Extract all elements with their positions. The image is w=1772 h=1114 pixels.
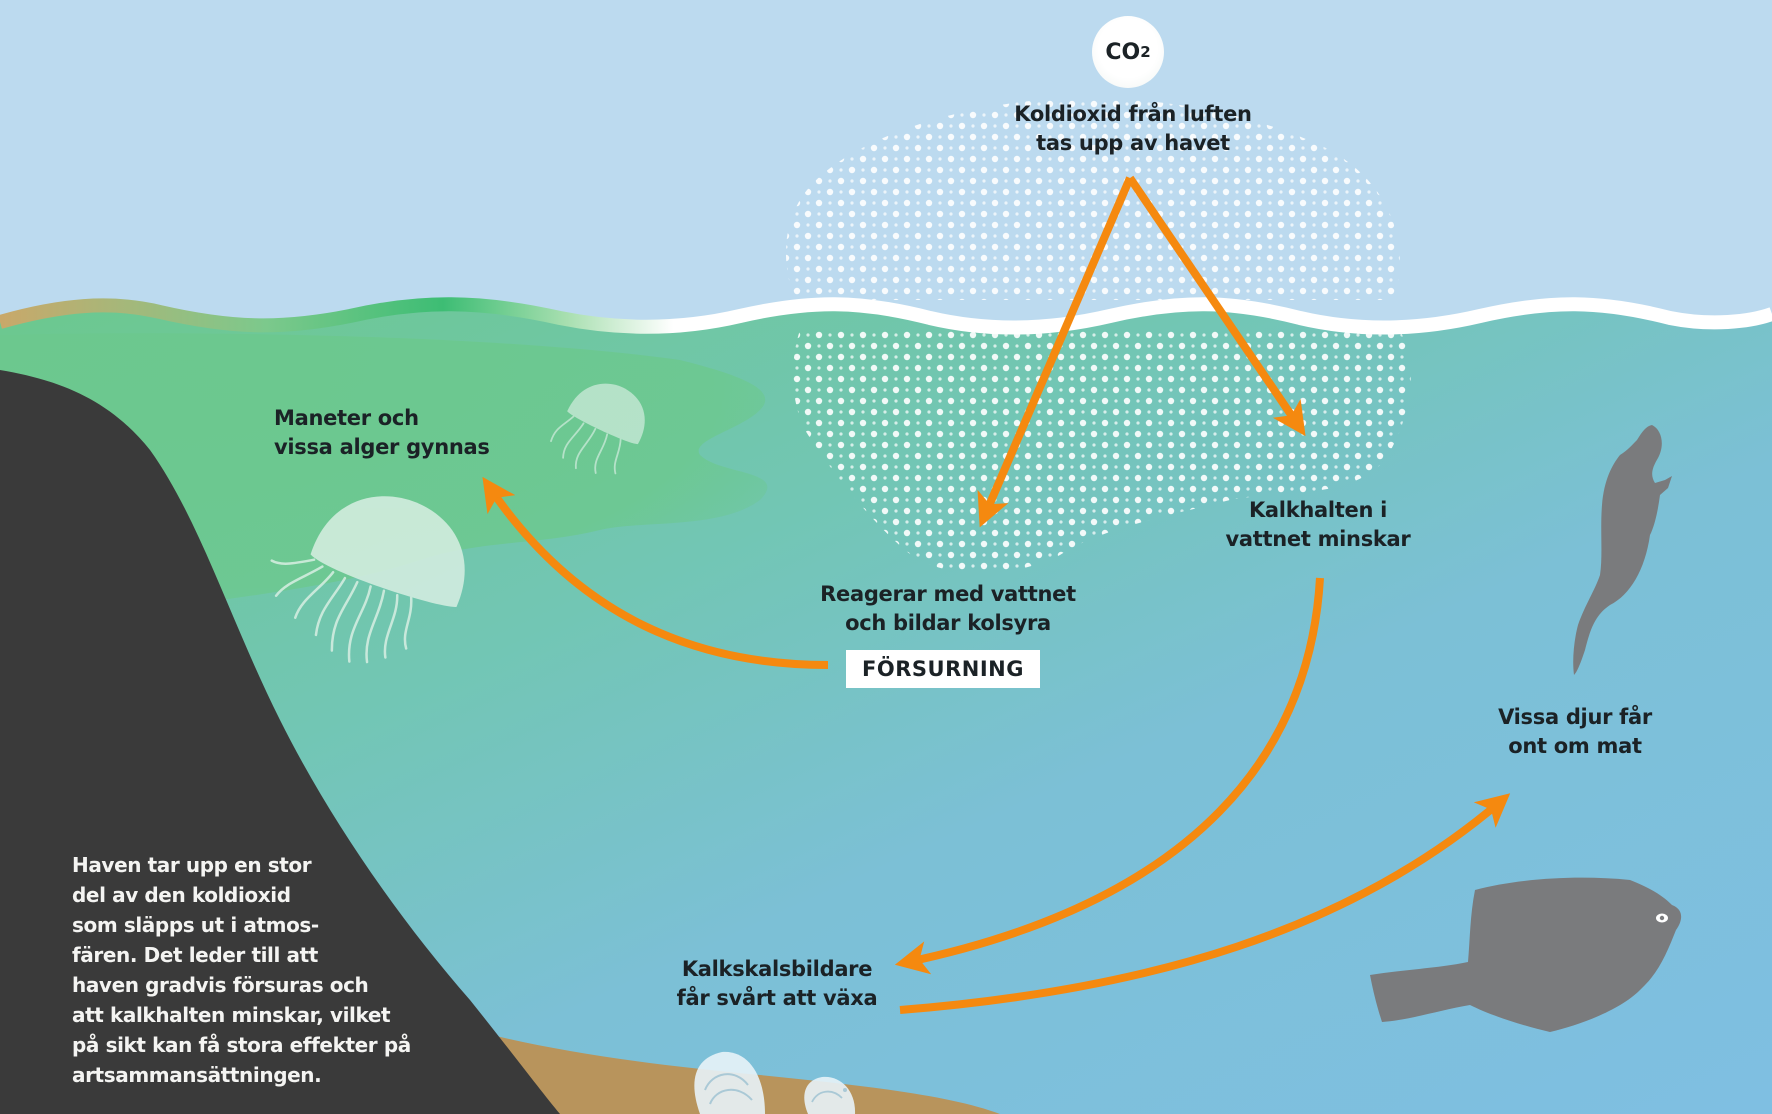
land-mass (0, 370, 560, 1114)
co2-symbol: CO (1105, 39, 1141, 65)
arrow-icon (1126, 175, 1306, 437)
co2-cloud-water (793, 330, 1411, 574)
waterline (0, 297, 1772, 335)
label-co2-uptake: Koldioxid från luften tas upp av havet (1014, 102, 1252, 155)
label-food-shortage: Vissa djur får ont om mat (1498, 705, 1652, 758)
acidification-badge: FÖRSURNING (846, 650, 1040, 688)
arrow-icon (894, 577, 1324, 975)
arrow-icon (482, 476, 829, 669)
label-shell-builders: Kalkskalsbildare får svårt att växa (676, 957, 878, 1010)
shell-icon (804, 1076, 856, 1114)
shell-icon (694, 1051, 765, 1114)
arrow-icon (977, 176, 1134, 528)
arrow-icon (899, 793, 1511, 1014)
jellyfish-icon (550, 383, 645, 475)
label-lime-content: Kalkhalten i vattnet minskar (1225, 498, 1411, 551)
label-reaction: Reagerar med vattnet och bildar kolsyra (820, 582, 1076, 635)
co2-subscript: 2 (1140, 43, 1151, 61)
jellyfish-icon (270, 496, 465, 664)
label-jellyfish: Maneter och vissa alger gynnas (274, 406, 490, 459)
diving-bird-icon (1573, 425, 1672, 675)
co2-cloud-air (785, 98, 1400, 301)
flatfish-icon (1370, 877, 1682, 1032)
info-paragraph: Haven tar upp en stor del av den koldiox… (72, 853, 411, 1087)
